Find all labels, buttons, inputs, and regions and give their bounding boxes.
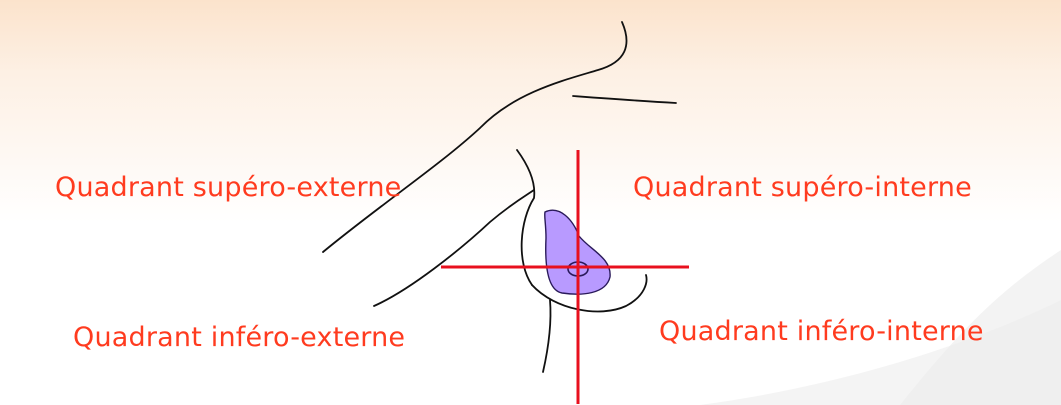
label-superior-internal: Quadrant supéro-interne (633, 172, 972, 203)
axilla-line (374, 190, 534, 306)
label-superior-external: Quadrant supéro-externe (55, 172, 401, 203)
clavicle-line (573, 96, 676, 103)
torso-line (543, 300, 551, 372)
label-inferior-external: Quadrant inféro-externe (73, 322, 405, 353)
label-inferior-internal: Quadrant inféro-interne (659, 316, 984, 347)
neck-contour (323, 22, 627, 252)
breast-upper-contour (517, 150, 534, 285)
